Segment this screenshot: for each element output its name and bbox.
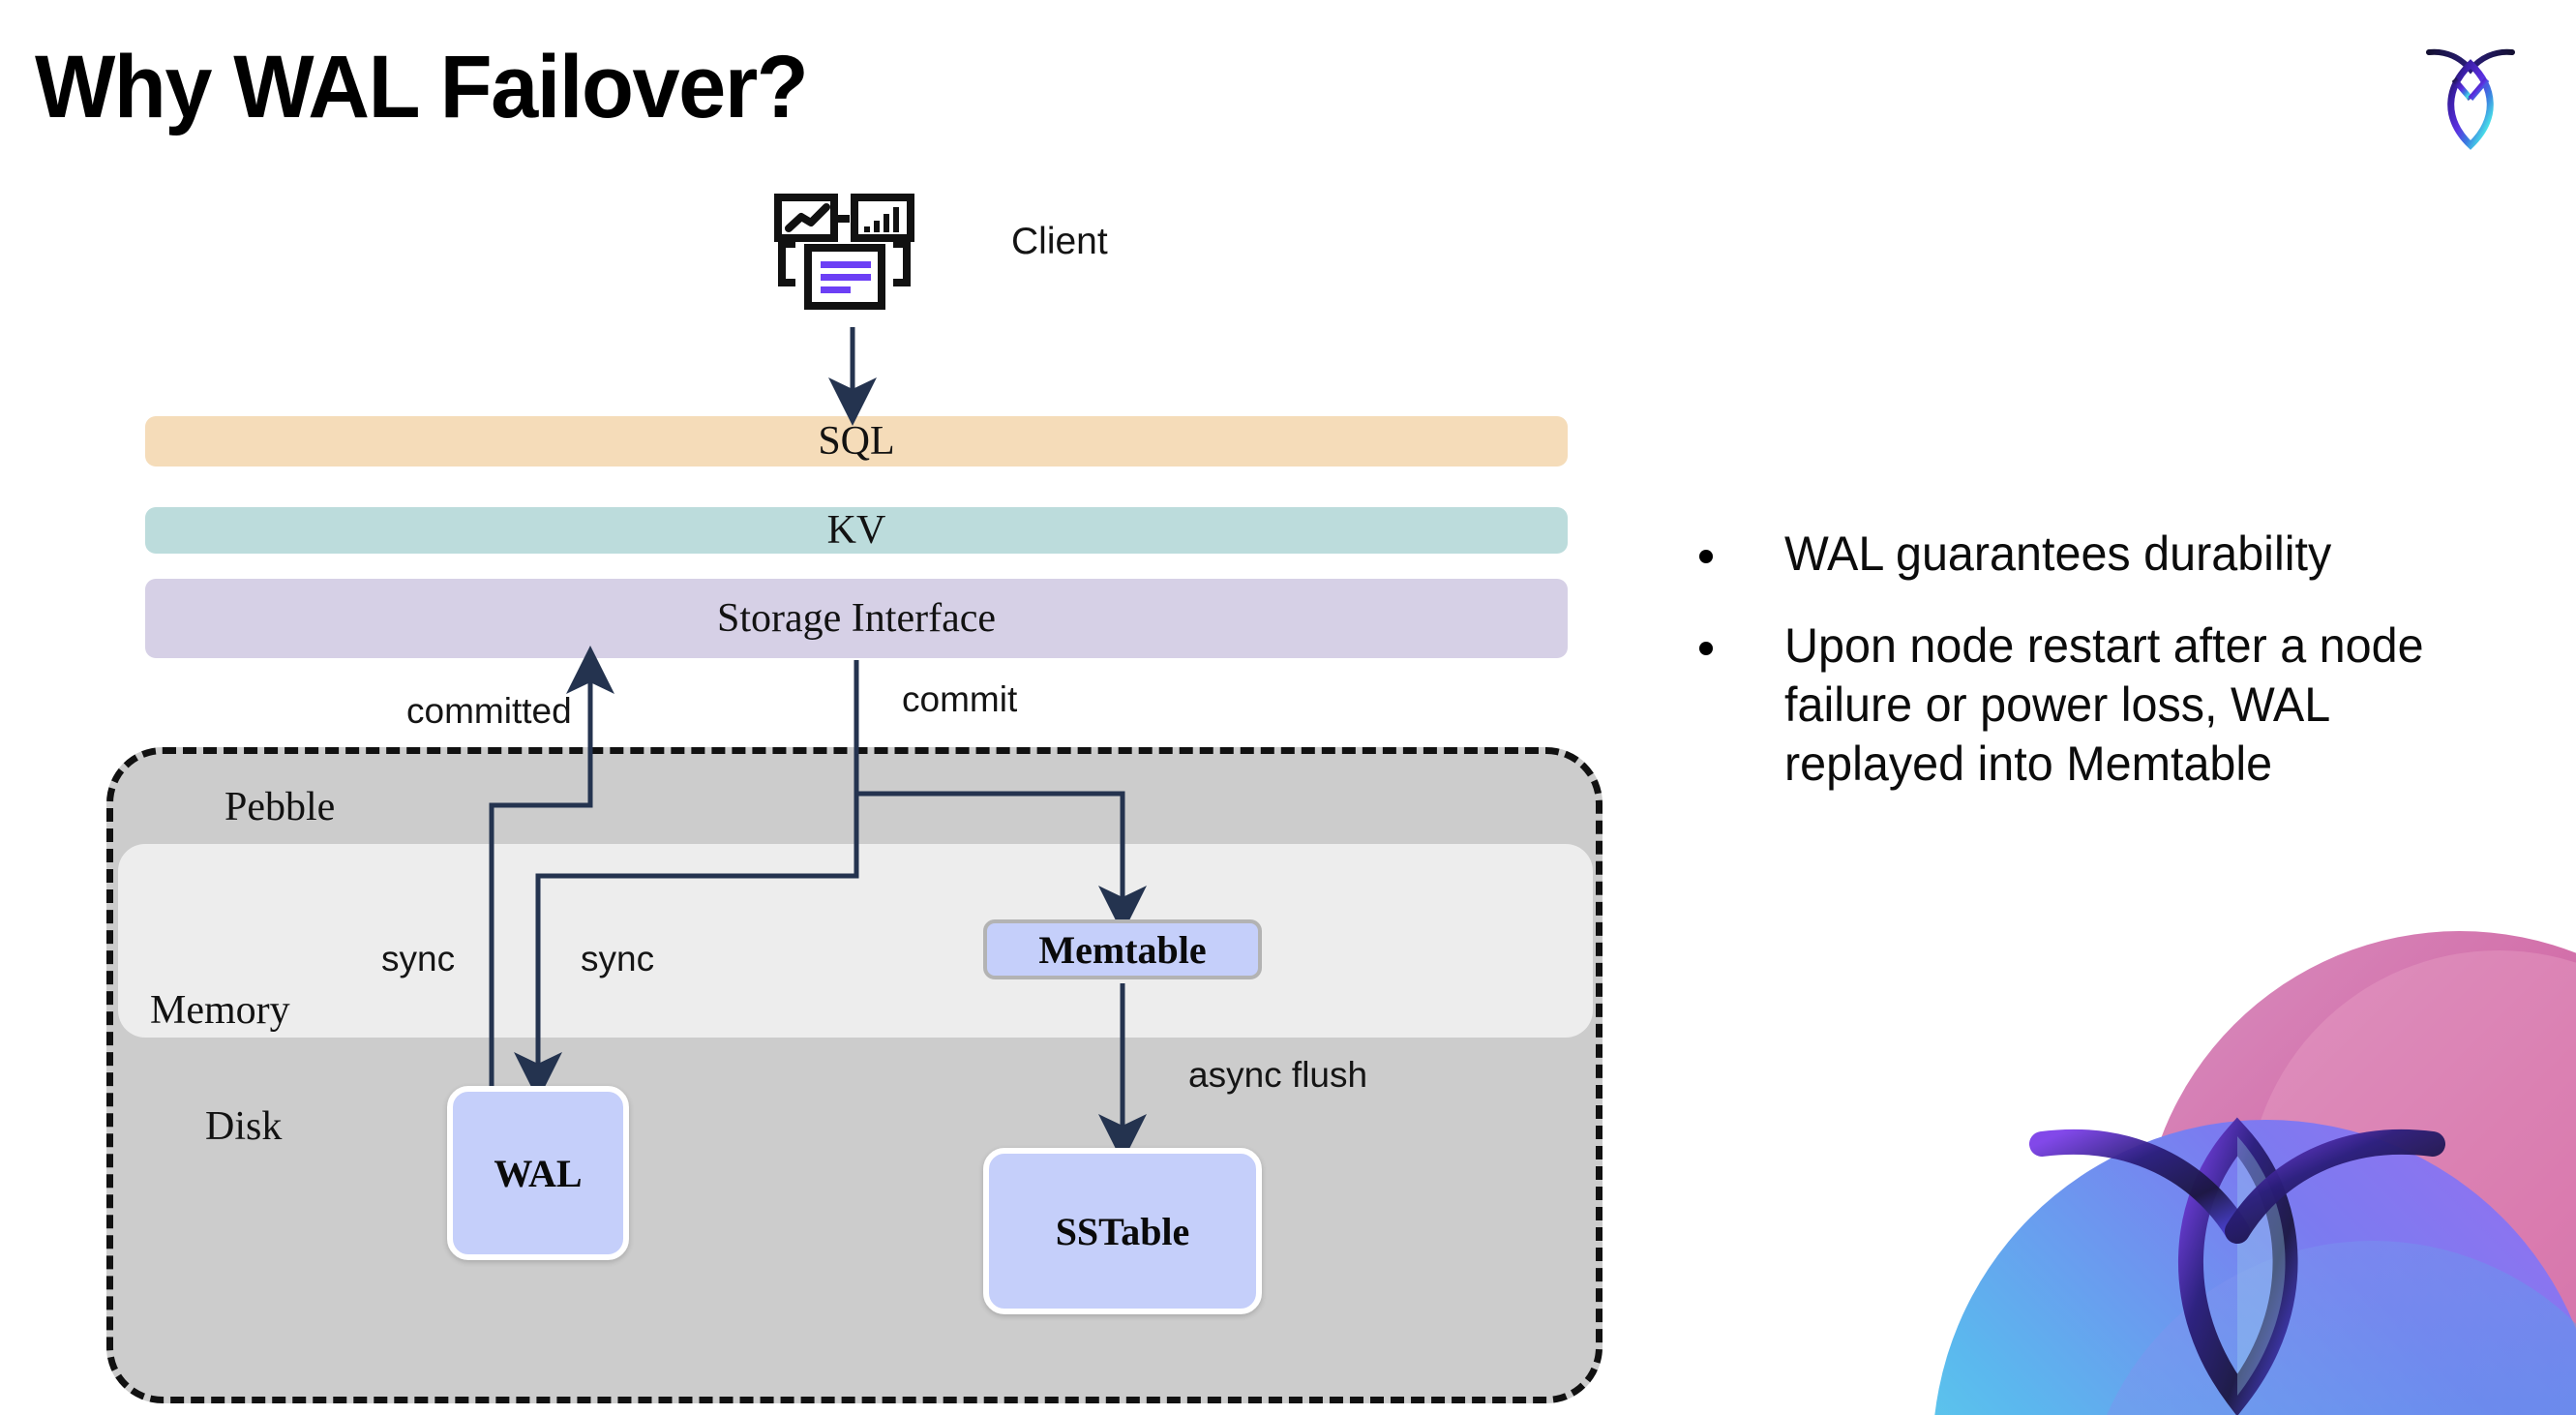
- client-dashboard-icon: [774, 194, 929, 329]
- pebble-label: Pebble: [225, 785, 336, 829]
- edge-label-commit: commit: [902, 679, 1018, 719]
- node-wal[interactable]: WAL: [447, 1086, 629, 1260]
- bullet-text: WAL guarantees durability: [1784, 527, 2332, 581]
- decorative-logo-artwork: [1918, 912, 2576, 1415]
- disk-label: Disk: [205, 1104, 283, 1149]
- node-memtable[interactable]: Memtable: [983, 919, 1262, 979]
- node-memtable-label: Memtable: [1038, 927, 1207, 972]
- layer-label-sql: SQL: [818, 419, 895, 464]
- layer-label-storage-interface: Storage Interface: [717, 596, 996, 641]
- client-label: Client: [1011, 221, 1108, 262]
- bullet-dot-icon: [1699, 550, 1713, 563]
- memory-label: Memory: [150, 988, 290, 1033]
- layer-bar-kv: KV: [145, 507, 1568, 554]
- node-wal-label: WAL: [494, 1151, 583, 1195]
- cockroachdb-logo: [2417, 35, 2524, 151]
- list-item: WAL guarantees durability: [1699, 525, 2531, 584]
- edge-label-sync-left: sync: [381, 939, 456, 978]
- layer-bar-storage-interface: Storage Interface: [145, 579, 1568, 658]
- list-item: Upon node restart after a node failure o…: [1699, 617, 2531, 794]
- node-sstable-label: SSTable: [1055, 1209, 1190, 1253]
- bullet-list: WAL guarantees durability Upon node rest…: [1699, 525, 2531, 827]
- page-title: Why WAL Failover?: [35, 38, 809, 136]
- layer-label-kv: KV: [826, 508, 886, 553]
- edge-label-sync-right: sync: [581, 939, 655, 978]
- edge-label-committed: committed: [406, 691, 572, 731]
- edge-label-async-flush: async flush: [1188, 1055, 1368, 1095]
- bullet-dot-icon: [1699, 642, 1713, 655]
- bullet-text: Upon node restart after a node failure o…: [1784, 618, 2424, 791]
- layer-bar-sql: SQL: [145, 416, 1568, 467]
- memory-region: [118, 844, 1593, 1038]
- node-sstable[interactable]: SSTable: [983, 1148, 1262, 1314]
